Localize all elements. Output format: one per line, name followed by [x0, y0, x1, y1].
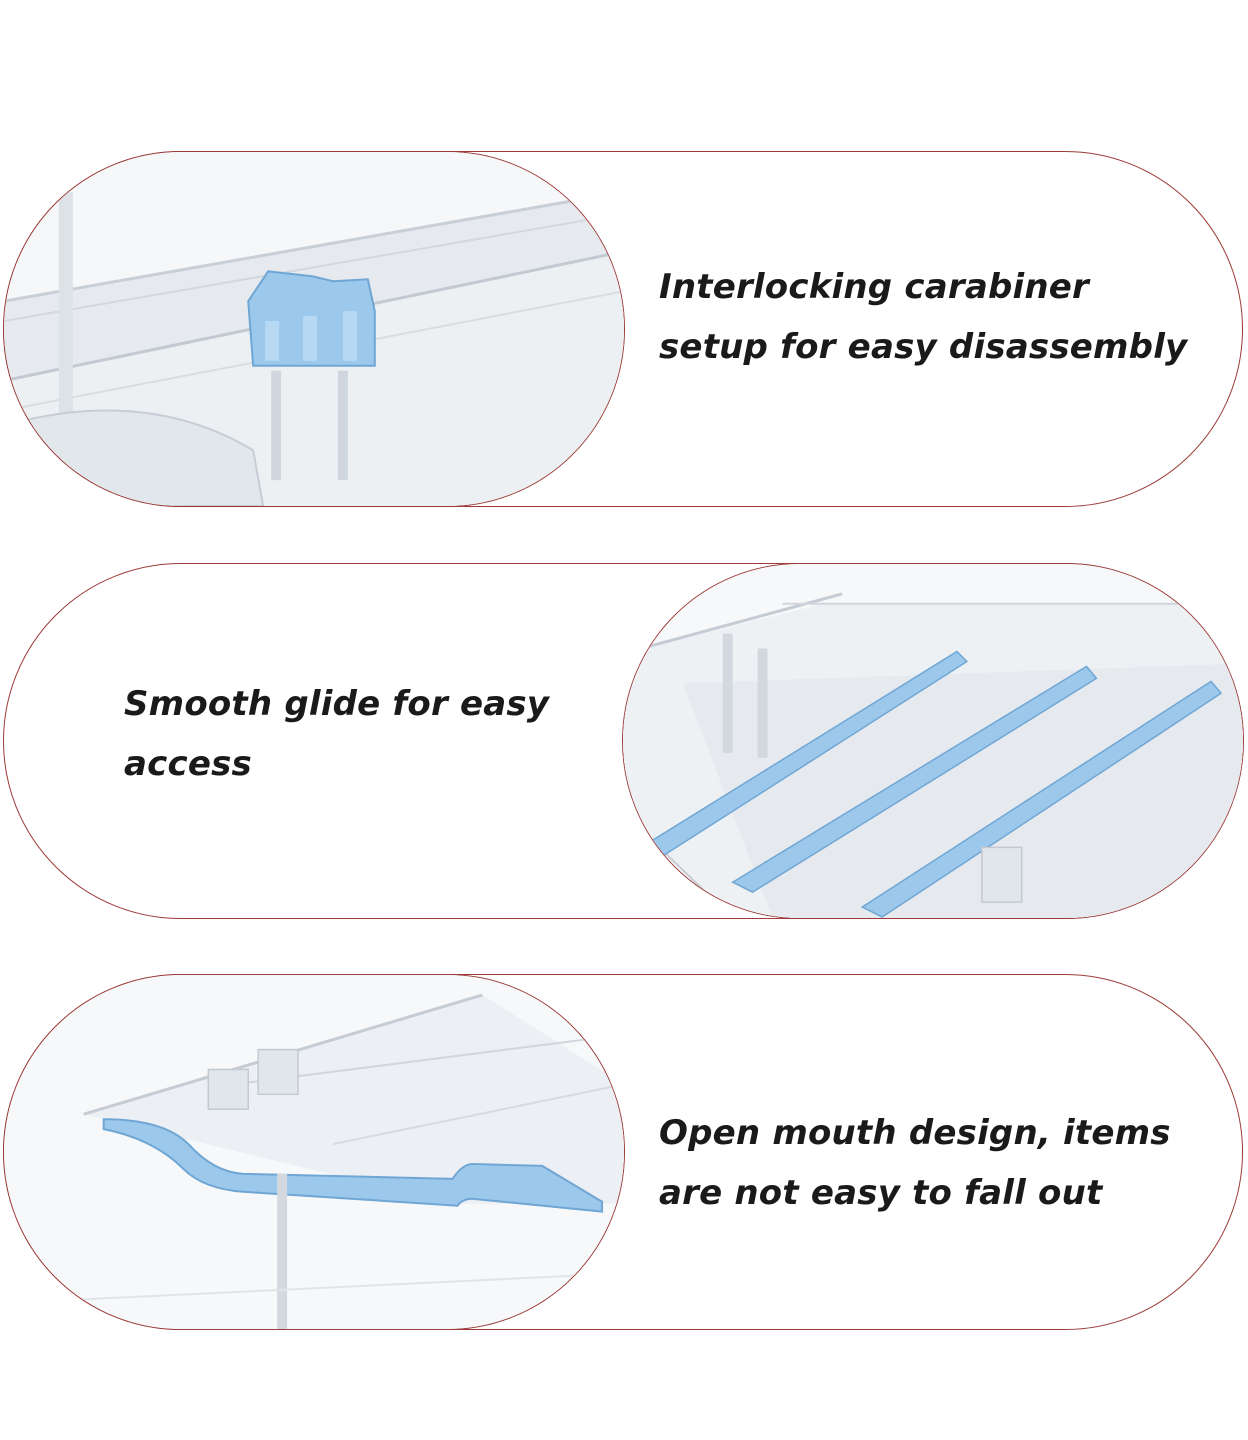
- caption-line-1: Interlocking carabiner: [659, 267, 1089, 307]
- caption-line-1: Smooth glide for easy: [124, 684, 550, 724]
- sliding-drawer-dividers-icon: [621, 562, 1244, 919]
- feature-caption: Open mouth design, items are not easy to…: [659, 1103, 1219, 1223]
- open-front-tray-icon: [2, 973, 625, 1330]
- caption-line-2: access: [124, 744, 252, 784]
- feature-caption: Smooth glide for easy access: [124, 674, 594, 794]
- carabiner-clip-closeup-icon: [2, 150, 625, 507]
- caption-line-2: setup for easy disassembly: [659, 327, 1188, 367]
- feature-card-open-mouth: Open mouth design, items are not easy to…: [2, 973, 1243, 1330]
- feature-card-carabiner: Interlocking carabiner setup for easy di…: [2, 150, 1243, 507]
- caption-line-1: Open mouth design, items: [659, 1113, 1171, 1153]
- feature-caption: Interlocking carabiner setup for easy di…: [659, 257, 1219, 377]
- caption-line-2: are not easy to fall out: [659, 1173, 1103, 1213]
- feature-card-smooth-glide: Smooth glide for easy access: [3, 562, 1244, 919]
